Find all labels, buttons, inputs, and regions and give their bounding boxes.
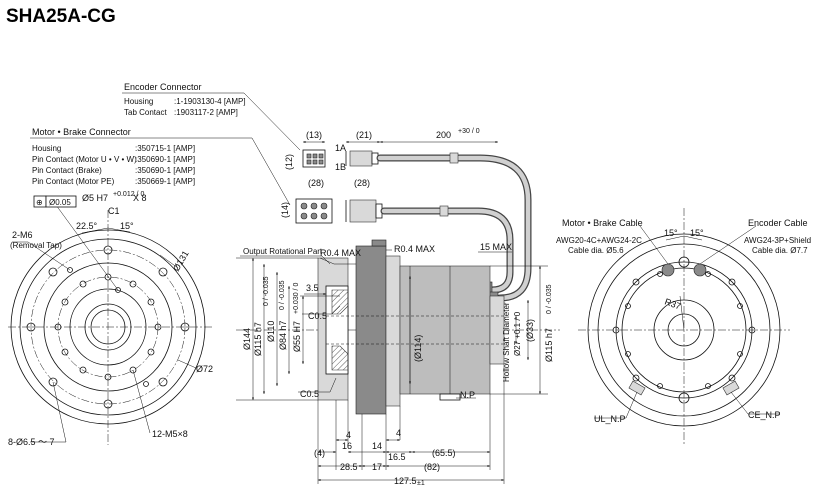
motor-housing-label: Housing	[32, 144, 61, 153]
encoder-connector-legend: Encoder Connector Housing :1-1903130-4 […	[122, 82, 301, 151]
motor-connector	[295, 198, 333, 224]
dim-14: (14)	[280, 202, 290, 218]
dia-72: Ø72	[196, 364, 213, 374]
encoder-housing-label: Housing	[124, 97, 153, 106]
dia-131: Ø131	[171, 249, 191, 273]
bore-tolerance: +0.012 / 0	[113, 191, 144, 198]
motor-cable-dia: Cable dia. Ø5.6	[568, 246, 624, 255]
motor-pin-pe-label: Pin Contact (Motor PE)	[32, 177, 115, 186]
dia-115-h7: Ø115 h7	[253, 322, 263, 356]
section-view-labels: Output Rotational Part R0.4 MAX R0.4 MAX…	[242, 242, 554, 487]
pin-1b: 1B	[335, 162, 346, 172]
dim-16: 16	[342, 441, 352, 451]
svg-text:⊕: ⊕	[36, 198, 43, 207]
dim-21: (21)	[356, 130, 372, 140]
dim-82: (82)	[424, 462, 440, 472]
motor-pin-pe-value: :350669-1 [AMP]	[135, 177, 195, 186]
front-view-left	[8, 204, 212, 445]
dim-17: 17	[372, 462, 382, 472]
bore-depth: X 8	[133, 193, 147, 203]
output-rotational-part: Output Rotational Part	[243, 247, 323, 256]
dim-16-5: 16.5	[388, 452, 406, 462]
section-view	[236, 239, 560, 415]
encoder-cable-spec: AWG24-3P+Shield	[744, 236, 811, 245]
inner-screw-holes	[54, 273, 162, 381]
dim-200-tol: +30 / 0	[458, 128, 480, 135]
motor-pin-uvw-value: :350690-1 [AMP]	[135, 155, 195, 164]
encoder-tab-value: :1903117-2 [AMP]	[174, 108, 238, 117]
dim-13: (13)	[306, 130, 322, 140]
max-15: 15 MAX	[480, 242, 512, 252]
dia-115-h7-tol: 0 / -0.035	[263, 276, 270, 306]
dia-114: (Ø114)	[413, 335, 423, 362]
dia-144: Ø144	[242, 328, 252, 350]
dia-84-h7-tol: 0 / -0.035	[279, 280, 286, 310]
dim-4-paren: (4)	[314, 448, 325, 458]
np-label: N.P	[460, 390, 475, 400]
encoder-tab-label: Tab Contact	[124, 108, 167, 117]
removal-tap-note: (Removal Tap)	[10, 241, 62, 250]
pin-1a: 1A	[335, 143, 346, 153]
back-view-right	[578, 208, 790, 446]
r04-max-a: R0.4 MAX	[320, 248, 361, 258]
motor-brake-connector-legend: Motor • Brake Connector Housing :350715-…	[30, 127, 291, 206]
dim-65-5: (65.5)	[432, 448, 456, 458]
motor-cable-spec: AWG20-4C+AWG24-2C	[556, 236, 642, 245]
ul-np-label: UL_N.P	[594, 414, 626, 424]
dim-4-a: 4	[346, 430, 351, 440]
dia-55-h7: Ø55 H7	[292, 321, 302, 352]
front-view-left-labels: ⊕ Ø0.05 Ø5 H7 +0.012 / 0 X 8 C1 22.5° 15…	[8, 191, 213, 447]
angle-22-5: 22.5°	[76, 221, 98, 231]
dim-127-5: 127.5	[394, 476, 417, 486]
position-tolerance: Ø0.05	[49, 198, 71, 207]
motor-pin-brake-label: Pin Contact (Brake)	[32, 166, 102, 175]
motor-connector-heading: Motor • Brake Connector	[32, 127, 131, 137]
dim-3-5: 3.5	[306, 283, 319, 293]
angle-15-b: 15°	[690, 228, 704, 238]
connector-dimensions: (13) (12) (28) (28) (14) (21) 200 +30 / …	[280, 128, 498, 218]
dim-4-b: 4	[396, 428, 401, 438]
motor-cable-label: Motor • Brake Cable	[562, 218, 643, 228]
screw-holes: 12-M5×8	[152, 429, 188, 439]
motor-pin-uvw-label: Pin Contact (Motor U • V • W)	[32, 155, 137, 164]
dim-28-5: 28.5	[340, 462, 358, 472]
encoder-connector	[302, 149, 326, 168]
hollow-shaft-label: Hollow Shaft Diameter	[502, 302, 511, 382]
encoder-cable-label: Encoder Cable	[748, 218, 808, 228]
dia-33: (Ø33)	[525, 319, 535, 342]
ce-np-label: CE_N.P	[748, 410, 781, 420]
removal-tap: 2-M6	[12, 230, 33, 240]
radius-37: R37	[663, 296, 682, 311]
dim-28b: (28)	[354, 178, 370, 188]
encoder-connector-heading: Encoder Connector	[124, 82, 202, 92]
dim-28a: (28)	[308, 178, 324, 188]
dim-200: 200	[436, 130, 451, 140]
chamfer-c05-a: C0.5	[308, 311, 327, 321]
dia-55-h7-tol: +0.030 / 0	[293, 283, 300, 314]
dia-84-h7: Ø84 h7	[278, 320, 288, 350]
dia-27: Ø27 +0.1 / 0	[513, 311, 522, 356]
section-view-dims	[236, 249, 548, 484]
back-view-right-labels: Motor • Brake Cable AWG20-4C+AWG24-2C Ca…	[556, 218, 811, 424]
dia-110: Ø110	[266, 321, 276, 342]
angle-15: 15°	[120, 221, 134, 231]
mount-holes: 8-Ø6.5 ～ 7	[8, 437, 55, 447]
encoder-housing-value: :1-1903130-4 [AMP]	[174, 97, 246, 106]
dia-115-h7-b-tol: 0 / -0.035	[546, 284, 553, 314]
angle-15-a: 15°	[664, 228, 678, 238]
dim-12: (12)	[284, 154, 294, 170]
dia-115-h7-b: Ø115 h7	[544, 328, 554, 362]
r04-max-b: R0.4 MAX	[394, 244, 435, 254]
chamfer-c1: C1	[108, 206, 120, 216]
motor-pin-brake-value: :350690-1 [AMP]	[135, 166, 195, 175]
dim-127-5-tol: ±1	[417, 480, 425, 487]
drawing-title: SHA25A-CG	[6, 6, 116, 27]
outer-holes	[26, 245, 190, 409]
chamfer-c05-b: C0.5	[300, 389, 319, 399]
dim-14: 14	[372, 441, 382, 451]
bore-label: Ø5 H7	[82, 193, 108, 203]
encoder-cable-dia: Cable dia. Ø7.7	[752, 246, 808, 255]
motor-housing-value: :350715-1 [AMP]	[135, 144, 195, 153]
